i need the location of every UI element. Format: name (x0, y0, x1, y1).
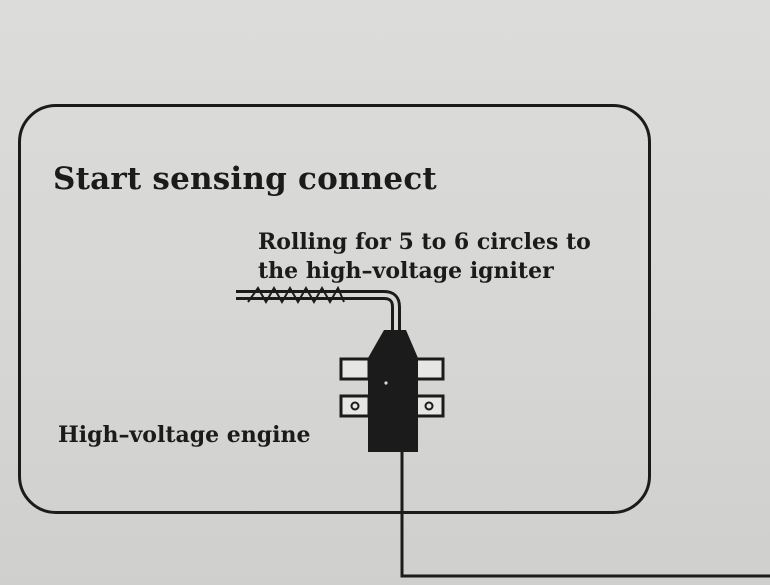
bracket-top-left (339, 357, 371, 381)
engine-body (368, 330, 418, 452)
instruction-frame (18, 104, 651, 514)
igniter-note: Rolling for 5 to 6 circles to the high–v… (258, 228, 591, 286)
bracket-bottom-right (413, 394, 445, 418)
igniter-wire (236, 290, 401, 337)
diagram-title: Start sensing connect (53, 161, 437, 197)
engine-dot (384, 381, 388, 385)
coil-winding (247, 285, 345, 305)
output-wire (400, 452, 770, 578)
bracket-bottom-left (339, 394, 371, 418)
bolt-left (350, 401, 360, 411)
engine-label: High–voltage engine (58, 422, 311, 448)
igniter-wire-inner (236, 293, 398, 337)
igniter-note-line-2: the high–voltage igniter (258, 258, 554, 284)
igniter-note-line-1: Rolling for 5 to 6 circles to (258, 229, 591, 255)
bracket-top-right (413, 357, 445, 381)
bolt-right (424, 401, 434, 411)
